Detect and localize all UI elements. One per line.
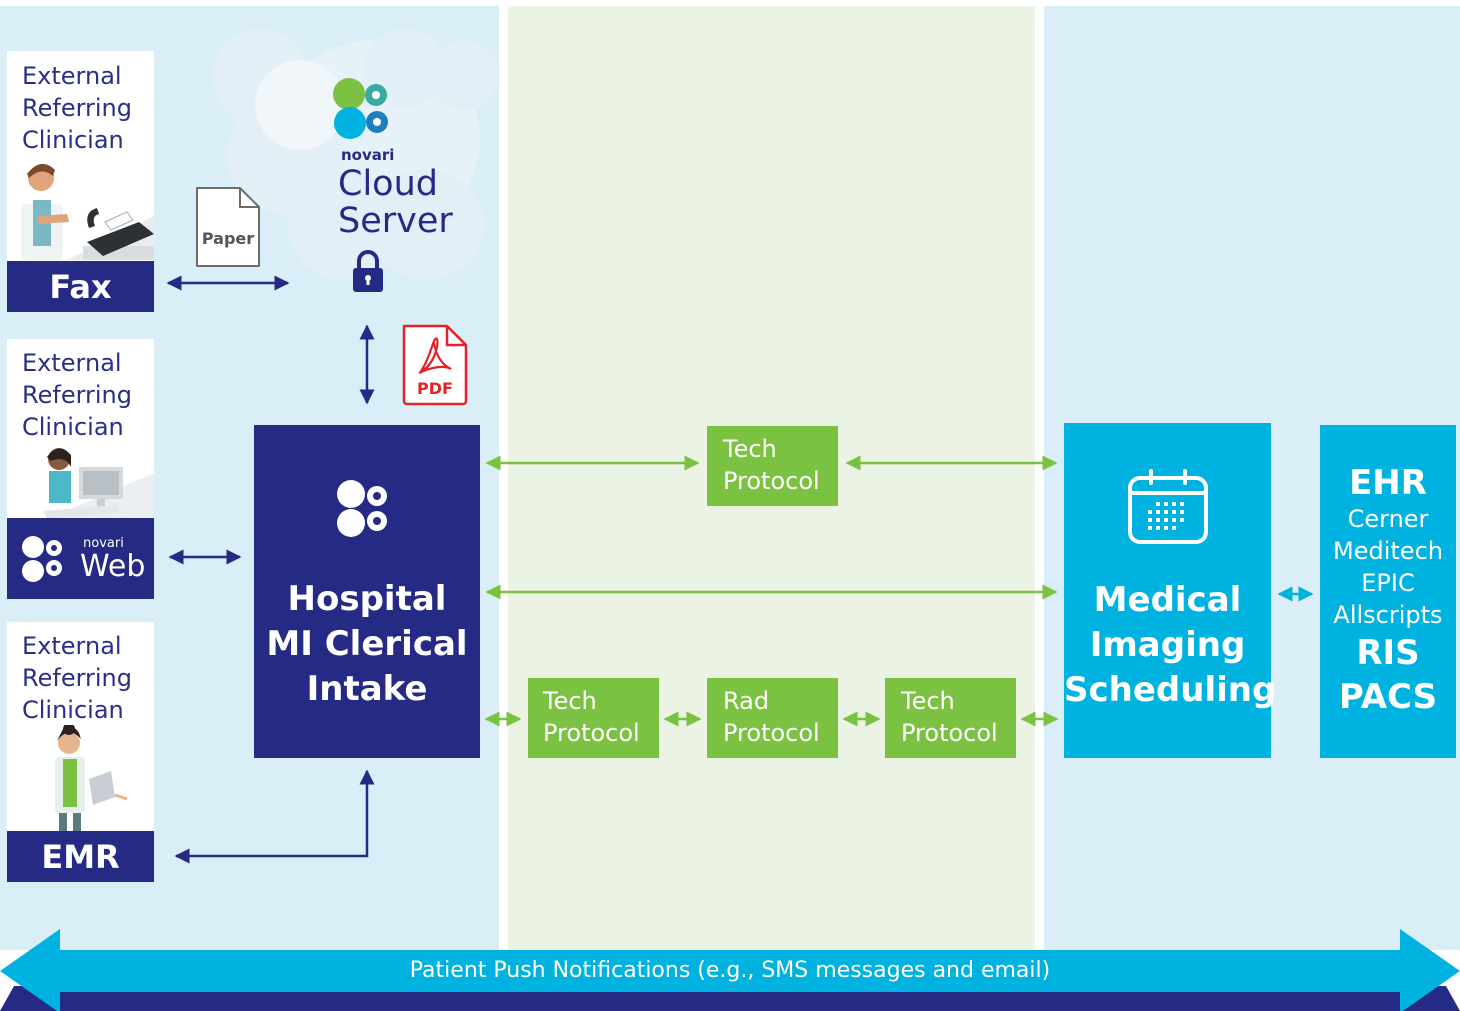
pdf-document-icon: PDF: [401, 323, 469, 407]
fax-label: Fax: [7, 261, 154, 312]
novari-cloud-logo-icon: [333, 78, 388, 139]
fax-card-role: External Referring Clinician: [22, 62, 133, 154]
clinician-tablet-illustration: [55, 725, 128, 831]
novari-logo-icon: [22, 536, 62, 582]
vendor-epic: EPIC: [1361, 569, 1415, 597]
ehr-label: EHR: [1349, 463, 1427, 503]
clinician-fax-illustration: [21, 163, 154, 260]
novari-intake-logo-icon: [337, 480, 387, 537]
cloud-title-line2: Server: [338, 201, 453, 241]
web-channel-label: Web: [80, 549, 146, 584]
notification-bar-main: [0, 929, 1460, 1011]
systems-box: EHR Cerner Meditech EPIC Allscripts RIS …: [1320, 425, 1456, 758]
scheduling-box: Medical Imaging Scheduling: [1064, 423, 1277, 758]
vendor-cerner: Cerner: [1347, 505, 1429, 533]
intake-emr-arrow: [174, 769, 375, 864]
ris-label: RIS: [1356, 633, 1420, 673]
pacs-label: PACS: [1338, 677, 1438, 717]
emr-label: EMR: [7, 831, 154, 882]
intake-title: Hospital MI Clerical Intake: [266, 579, 468, 709]
notification-bar-dark-band: [60, 992, 1400, 1011]
calendar-icon: [1128, 469, 1208, 544]
web-card-role: External Referring Clinician: [22, 349, 133, 441]
cloud-brand-small: novari: [341, 146, 395, 164]
pdf-label: PDF: [417, 379, 453, 398]
notification-bar-label: Patient Push Notifications (e.g., SMS me…: [409, 958, 1051, 983]
clinician-computer-illustration: [43, 448, 154, 519]
vendor-allscripts: Allscripts: [1333, 601, 1443, 629]
vendor-meditech: Meditech: [1333, 537, 1443, 565]
paper-label: Paper: [201, 229, 255, 248]
cloud-title-line1: Cloud: [338, 164, 438, 204]
web-brand-small: novari: [83, 536, 124, 551]
scheduling-title: Medical Imaging Scheduling: [1064, 580, 1277, 710]
novari-web-label: novari Web: [7, 518, 154, 599]
lock-icon: [353, 250, 383, 292]
hospital-intake-box: Hospital MI Clerical Intake: [254, 425, 480, 758]
paper-document-icon: Paper: [194, 185, 262, 269]
emr-card-role: External Referring Clinician: [22, 632, 133, 724]
